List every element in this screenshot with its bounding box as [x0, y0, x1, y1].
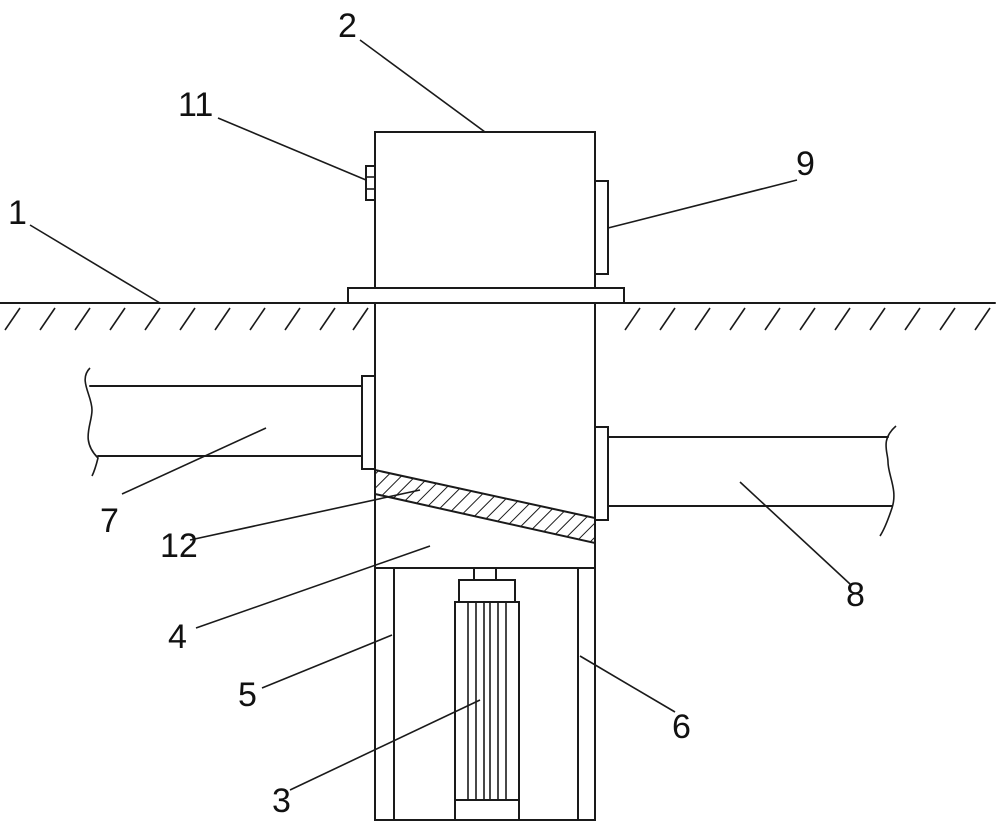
label-drive-cylinder: 3	[272, 782, 291, 820]
drive-cylinder	[454, 567, 520, 821]
label-control-switch: 11	[178, 86, 213, 124]
label-upper-box: 2	[338, 7, 357, 45]
label-outlet-pipe: 8	[846, 576, 865, 614]
leader-lines	[29, 39, 851, 791]
label-inlet-pipe: 7	[100, 502, 119, 540]
inclined-filter-plate	[375, 468, 595, 545]
label-main-tank: 4	[168, 618, 187, 656]
ground-flange	[347, 287, 625, 304]
side-panel	[594, 180, 609, 275]
label-inclined-plate: 12	[160, 527, 198, 565]
outlet-pipe	[594, 425, 897, 537]
ground-hatching	[4, 307, 991, 331]
upper-box	[374, 131, 596, 289]
control-switch	[365, 165, 376, 201]
label-ground: 1	[8, 194, 27, 232]
label-right-rail: 6	[672, 708, 691, 746]
label-side-panel: 9	[796, 145, 815, 183]
label-left-rail: 5	[238, 676, 257, 714]
inlet-pipe	[84, 367, 376, 477]
